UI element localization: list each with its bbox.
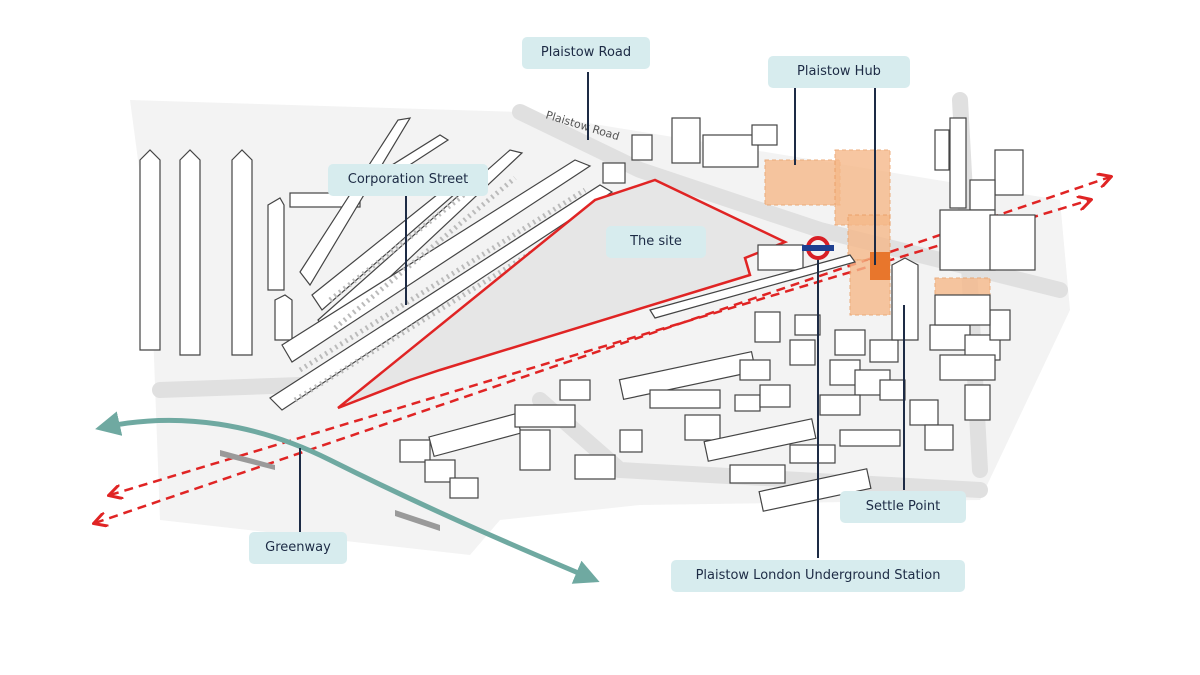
greenway-bridge [220, 450, 440, 531]
underground-roundel-icon [802, 236, 834, 260]
settle-point-tower [891, 257, 991, 341]
label-leader-lines [299, 72, 905, 558]
label-settle-point: Settle Point [840, 491, 966, 523]
label-the-site: The site [606, 226, 706, 258]
label-plaistow-hub: Plaistow Hub [768, 56, 910, 88]
station-platform [649, 254, 856, 319]
plaistow-hub-tower [870, 252, 890, 280]
label-plaistow-station: Plaistow London Underground Station [671, 560, 965, 592]
greenway-path [95, 411, 600, 584]
label-corporation-street: Corporation Street [328, 164, 488, 196]
label-greenway: Greenway [249, 532, 347, 564]
buildings-north [602, 117, 1036, 421]
housing-south-east [399, 311, 954, 512]
label-plaistow-road: Plaistow Road [522, 37, 650, 69]
